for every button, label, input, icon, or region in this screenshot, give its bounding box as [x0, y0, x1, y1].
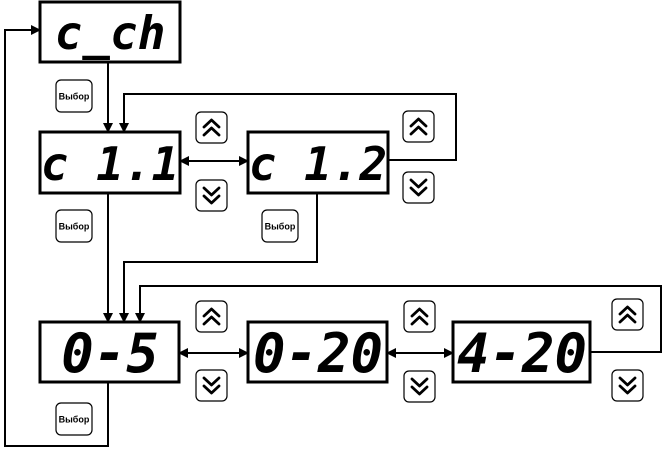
node-020-text: 0-20 [253, 322, 383, 385]
down-button-020[interactable] [402, 369, 437, 404]
up-button-420[interactable] [610, 297, 645, 332]
up-button-05[interactable] [194, 299, 229, 334]
node-c12: c 1.2 [246, 130, 390, 195]
down-button-420[interactable] [610, 368, 645, 403]
select-button-2[interactable]: Выбор [55, 209, 93, 243]
double-chevron-down-icon [401, 170, 436, 205]
double-chevron-up-icon [402, 299, 437, 334]
select-button-label: Выбор [265, 222, 296, 232]
node-c-ch-text: c_ch [55, 6, 166, 60]
line-c12-to-05 [119, 193, 318, 323]
select-button-3[interactable]: Выбор [261, 209, 299, 243]
node-020: 0-20 [246, 320, 389, 385]
up-button-020[interactable] [402, 299, 437, 334]
double-chevron-down-icon [402, 369, 437, 404]
node-c11-text: c 1.1 [41, 137, 179, 191]
node-05-text: 0-5 [61, 322, 159, 385]
node-c11: c 1.1 [38, 130, 182, 195]
select-button-4[interactable]: Выбор [55, 402, 93, 436]
up-button-c12[interactable] [401, 109, 436, 144]
node-c-ch: c_ch [38, 0, 182, 64]
double-chevron-up-icon [610, 297, 645, 332]
down-button-c12[interactable] [401, 170, 436, 205]
double-chevron-down-icon [194, 368, 229, 403]
loop-420-to-05 [135, 285, 662, 353]
loop-c12-to-c11 [119, 93, 457, 161]
down-button-05[interactable] [194, 368, 229, 403]
select-button-label: Выбор [59, 222, 90, 232]
connectors [4, 25, 662, 447]
up-button-c11[interactable] [194, 110, 229, 145]
double-chevron-up-icon [194, 110, 229, 145]
node-420: 4-20 [451, 320, 592, 385]
down-button-c11[interactable] [194, 178, 229, 213]
select-button-1[interactable]: Выбор [55, 79, 93, 113]
double-chevron-up-icon [401, 109, 436, 144]
select-button-label: Выбор [59, 415, 90, 425]
node-05: 0-5 [38, 320, 181, 385]
return-line-c-ch [4, 25, 109, 447]
double-chevron-down-icon [194, 178, 229, 213]
select-button-label: Выбор [59, 92, 90, 102]
node-c12-text: c 1.2 [249, 137, 387, 191]
double-chevron-up-icon [194, 299, 229, 334]
node-420-text: 4-20 [457, 322, 587, 385]
double-chevron-down-icon [610, 368, 645, 403]
